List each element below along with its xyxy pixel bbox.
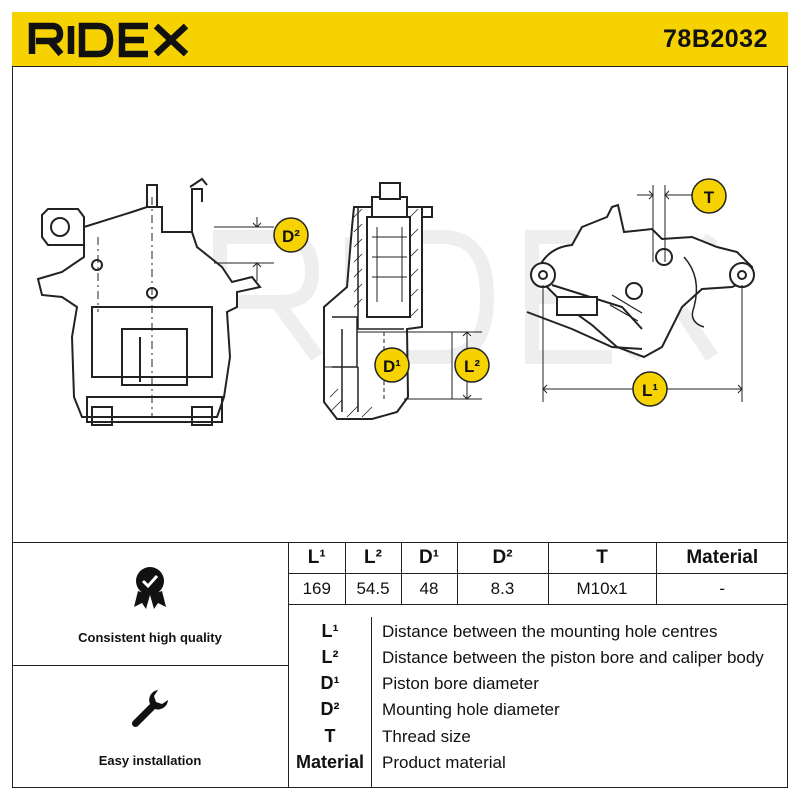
callout-d1: D¹ <box>374 347 410 383</box>
spec-header-row: L¹ L² D¹ D² T Material <box>289 543 788 574</box>
header-bar: 78B2032 <box>12 12 788 67</box>
quality-badge-icon <box>134 567 166 609</box>
d2-dimension <box>214 217 274 281</box>
spec-header-l1: L¹ <box>289 543 346 574</box>
feature-panel: Consistent high quality Easy installatio… <box>12 543 288 788</box>
legend-desc: Thread size <box>382 727 471 746</box>
legend-key: Material <box>295 752 365 772</box>
spec-value-row: 169 54.5 48 8.3 M10x1 - <box>289 573 788 605</box>
caliper-rear-view <box>526 203 755 359</box>
spec-value-l1: 169 <box>289 573 346 605</box>
legend-row: D¹ Piston bore diameter <box>289 671 788 697</box>
legend-key: D² <box>320 699 340 719</box>
spec-table: L¹ L² D¹ D² T Material 169 54.5 48 8.3 M… <box>289 543 788 605</box>
legend-row: T Thread size <box>289 724 788 750</box>
spec-value-d2: 8.3 <box>456 573 549 605</box>
legend-key: T <box>324 726 336 746</box>
feature-divider <box>12 665 288 666</box>
spec-header-l2: L² <box>344 543 402 574</box>
legend-row: Material Product material <box>289 750 788 776</box>
caliper-drawing: D² D¹ L² T L¹ <box>36 177 755 426</box>
spec-value-material: - <box>655 573 788 605</box>
feature-installation: Easy installation <box>12 686 288 768</box>
legend-row: L¹ Distance between the mounting hole ce… <box>289 619 788 645</box>
spec-value-d1: 48 <box>400 573 458 605</box>
spec-header-d1: D¹ <box>400 543 458 574</box>
svg-text:D²: D² <box>282 227 300 246</box>
panel-vertical-divider <box>288 543 289 788</box>
section-divider <box>12 542 788 543</box>
spec-header-material: Material <box>655 543 788 574</box>
part-number: 78B2032 <box>663 25 768 53</box>
svg-text:L¹: L¹ <box>642 381 658 400</box>
caliper-front-view <box>36 177 262 426</box>
svg-text:L²: L² <box>464 357 480 376</box>
feature-quality: Consistent high quality <box>12 565 288 645</box>
legend-key: D¹ <box>320 673 340 693</box>
legend-desc: Distance between the piston bore and cal… <box>382 648 764 667</box>
legend-desc: Piston bore diameter <box>382 674 539 693</box>
wrench-icon <box>131 690 168 728</box>
legend-vertical-divider <box>371 617 372 788</box>
callout-l1: L¹ <box>632 371 668 407</box>
callout-d2: D² <box>273 217 309 253</box>
technical-drawing: D² D¹ L² T L¹ <box>12 67 788 542</box>
svg-text:T: T <box>704 188 715 207</box>
spec-value-l2: 54.5 <box>344 573 402 605</box>
callout-t: T <box>691 178 727 214</box>
legend-desc: Distance between the mounting hole centr… <box>382 622 718 641</box>
spec-header-d2: D² <box>456 543 549 574</box>
t-dimension <box>637 185 692 262</box>
legend-key: L² <box>321 647 339 667</box>
feature-label: Easy installation <box>98 753 202 768</box>
legend-desc: Mounting hole diameter <box>382 700 560 719</box>
spec-header-t: T <box>547 543 657 574</box>
callout-l2: L² <box>454 347 490 383</box>
legend-row: L² Distance between the piston bore and … <box>289 645 788 671</box>
feature-label: Consistent high quality <box>78 630 222 645</box>
spec-value-t: M10x1 <box>547 573 657 605</box>
caliper-section-view <box>323 182 433 420</box>
legend-row: D² Mounting hole diameter <box>289 697 788 723</box>
ridex-logo <box>28 22 189 58</box>
svg-text:D¹: D¹ <box>383 357 401 376</box>
legend-key: L¹ <box>321 621 339 641</box>
legend-desc: Product material <box>382 753 506 772</box>
